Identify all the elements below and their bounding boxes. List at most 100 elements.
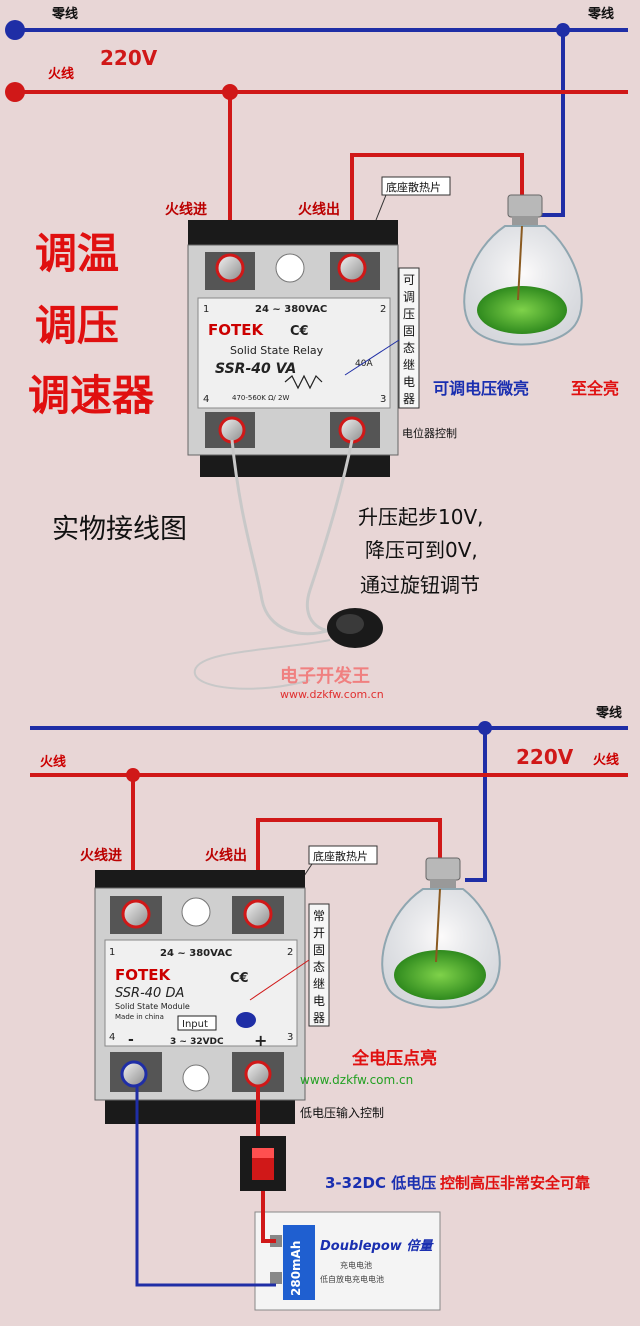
top-relay-type-box xyxy=(398,267,420,409)
svg-text:电: 电 xyxy=(313,994,325,1008)
svg-text:4: 4 xyxy=(109,1032,115,1043)
top-neutral-label-left: 零线 xyxy=(51,6,78,22)
bottom-live-label-right: 火线 xyxy=(593,752,619,768)
svg-text:1: 1 xyxy=(109,947,115,958)
bottom-relay-input: Input xyxy=(182,1019,208,1030)
top-terminal-1-screw xyxy=(215,253,245,283)
svg-text:态: 态 xyxy=(313,960,325,974)
top-relay-pot-spec: 470-560K Ω/ 2W xyxy=(232,394,289,402)
bottom-relay-in-label: 火线进 xyxy=(80,847,122,864)
top-voltage-label: 220V xyxy=(100,46,158,70)
top-neutral-terminal xyxy=(5,20,25,40)
svg-text:固: 固 xyxy=(313,943,325,957)
pot-wire-a xyxy=(230,439,331,636)
top-relay-amps: 40A xyxy=(355,359,373,369)
battery-capacity: 280mAh xyxy=(289,1241,303,1296)
top-terminal-2-screw xyxy=(337,253,367,283)
svg-text:2: 2 xyxy=(287,947,293,958)
bottom-relay-type-box xyxy=(308,903,330,1027)
top-bulb-caption-red: 至全亮 xyxy=(571,379,619,398)
watermark-url: www.dzkfw.com.cn xyxy=(280,688,384,701)
minus-to-battery-wire xyxy=(135,1086,276,1287)
bottom-bulb-caption: 全电压点亮 xyxy=(351,1048,437,1069)
svg-text:继: 继 xyxy=(403,358,415,372)
svg-text:电: 电 xyxy=(403,375,415,389)
pot-control-label: 电位器控制 xyxy=(402,426,457,440)
svg-text:4: 4 xyxy=(203,394,209,405)
bottom-terminal-minus-screw xyxy=(120,1060,148,1088)
svg-text:3: 3 xyxy=(287,1032,293,1043)
bottom-relay-brand: FOTEK xyxy=(115,966,171,984)
top-relay-range: 24 ~ 380VAC xyxy=(255,304,327,315)
top-relay: 1 2 3 4 24 ~ 380VAC FOTEK C€ Solid State… xyxy=(187,220,399,477)
svg-text:器: 器 xyxy=(403,392,415,406)
svg-text:态: 态 xyxy=(403,341,415,355)
watermark-name: 电子开发王 xyxy=(280,665,370,687)
svg-text:器: 器 xyxy=(313,1011,325,1025)
svg-text:常: 常 xyxy=(313,909,325,923)
bottom-voltage-label: 220V xyxy=(516,745,574,769)
switch-to-battery-wire xyxy=(261,1191,276,1243)
low-voltage-control-label: 低电压输入控制 xyxy=(300,1105,384,1120)
title-line-2: 调压 xyxy=(35,301,119,350)
top-live-terminal xyxy=(5,82,25,102)
title-line-3: 调速器 xyxy=(28,371,155,420)
svg-text:C€: C€ xyxy=(230,971,249,986)
note-line-3: 通过旋钮调节 xyxy=(360,573,480,597)
bottom-relay-range: 24 ~ 380VAC xyxy=(160,948,232,959)
bottom-url: www.dzkfw.com.cn xyxy=(300,1073,413,1087)
battery-line-1: 充电电池 xyxy=(340,1260,372,1270)
bottom-relay-dc-range: 3 ~ 32VDC xyxy=(170,1037,224,1047)
top-heatsink-label: 底座散热片 xyxy=(386,180,441,194)
svg-text:开: 开 xyxy=(313,926,325,940)
bottom-relay-to-bulb-wire xyxy=(256,818,442,912)
svg-text:3: 3 xyxy=(380,394,386,405)
toggle-switch xyxy=(240,1136,286,1191)
top-terminal-4-screw xyxy=(218,416,246,444)
svg-text:压: 压 xyxy=(403,307,415,321)
svg-text:1: 1 xyxy=(203,304,209,315)
bottom-terminal-plus-screw xyxy=(244,1060,272,1088)
bottom-neutral-to-bulb-wire xyxy=(465,728,487,882)
top-relay-model: SSR-40 VA xyxy=(215,361,296,377)
bottom-live-label-left: 火线 xyxy=(40,754,66,770)
top-relay-subtitle: Solid State Relay xyxy=(230,344,324,357)
battery-line-2: 低自放电充电电池 xyxy=(320,1274,384,1284)
bottom-heatsink-box xyxy=(308,845,378,865)
top-terminal-3-screw xyxy=(338,416,366,444)
control-text-red: 控制高压非常安全可靠 xyxy=(440,1174,590,1192)
note-line-2: 降压可到0V, xyxy=(365,538,478,562)
top-relay-to-bulb-wire xyxy=(350,153,524,268)
top-relay-brand: FOTEK xyxy=(208,321,264,339)
bottom-relay-subtitle: Solid State Module xyxy=(115,1002,190,1011)
bottom-relay-made: Made in china xyxy=(115,1013,164,1021)
pot-wire-b xyxy=(305,439,354,633)
wiring-title: 实物接线图 xyxy=(52,514,187,545)
top-bulb xyxy=(463,194,583,346)
potentiometer xyxy=(327,608,383,648)
top-relay-out-label: 火线出 xyxy=(298,201,340,218)
note-line-1: 升压起步10V, xyxy=(358,505,484,529)
title-line-1: 调温 xyxy=(35,229,119,278)
top-relay-in-label: 火线进 xyxy=(165,201,207,218)
svg-text:继: 继 xyxy=(313,977,325,991)
svg-text:2: 2 xyxy=(380,304,386,315)
svg-text:C€: C€ xyxy=(290,324,309,339)
bottom-terminal-1-screw xyxy=(121,899,151,929)
svg-text:可: 可 xyxy=(403,273,415,287)
bottom-terminal-2-screw xyxy=(243,899,273,929)
svg-text:-: - xyxy=(128,1032,134,1048)
bottom-relay-out-label: 火线出 xyxy=(205,847,247,864)
battery: 280mAh Doublepow 倍量 充电电池 低自放电充电电池 xyxy=(254,1211,441,1311)
bottom-bulb xyxy=(381,857,501,1009)
bottom-relay: 1 2 3 4 24 ~ 380VAC FOTEK C€ SSR-40 DA S… xyxy=(94,870,306,1124)
svg-text:调: 调 xyxy=(403,290,415,304)
top-bulb-caption-blue: 可调电压微亮 xyxy=(433,379,529,398)
control-text-blue: 3-32DC 低电压 xyxy=(325,1174,436,1192)
bottom-relay-model: SSR-40 DA xyxy=(115,986,184,1001)
top-live-label: 火线 xyxy=(48,66,74,82)
bottom-heatsink-label: 底座散热片 xyxy=(313,849,368,863)
svg-text:+: + xyxy=(254,1031,267,1050)
